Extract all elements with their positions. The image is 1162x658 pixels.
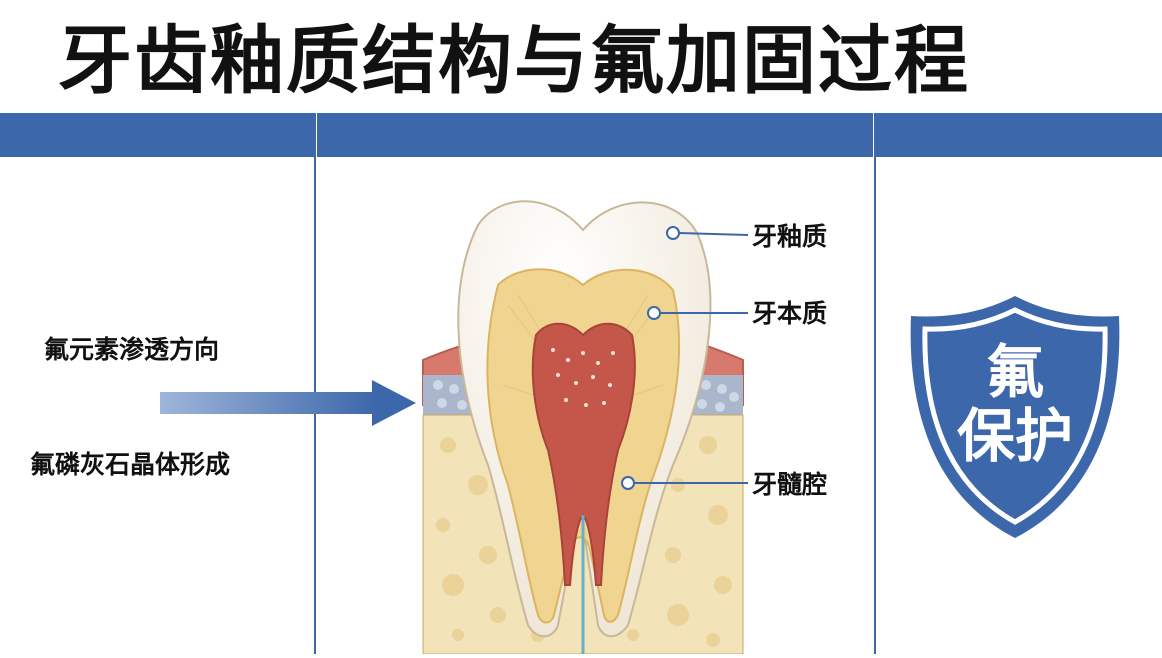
column-divider-left	[314, 113, 316, 654]
header-band	[0, 113, 1162, 157]
fluorapatite-formation-label: 氟磷灰石晶体形成	[30, 450, 231, 479]
penetration-arrow-icon	[160, 378, 420, 428]
fluoride-penetration-label: 氟元素渗透方向	[44, 335, 220, 364]
shield-fluoride-text: 氟	[985, 338, 1044, 406]
tooth-diagram	[418, 185, 749, 655]
dentin-label: 牙本质	[752, 299, 828, 328]
column-divider-right	[874, 113, 876, 654]
shield-protection-text: 保护	[956, 402, 1073, 470]
shield-icon: 氟 保护	[905, 292, 1125, 542]
enamel-label: 牙釉质	[752, 222, 828, 251]
page-title: 牙齿釉质结构与氟加固过程	[58, 18, 970, 104]
pulp-cavity-label: 牙髓腔	[752, 470, 828, 499]
